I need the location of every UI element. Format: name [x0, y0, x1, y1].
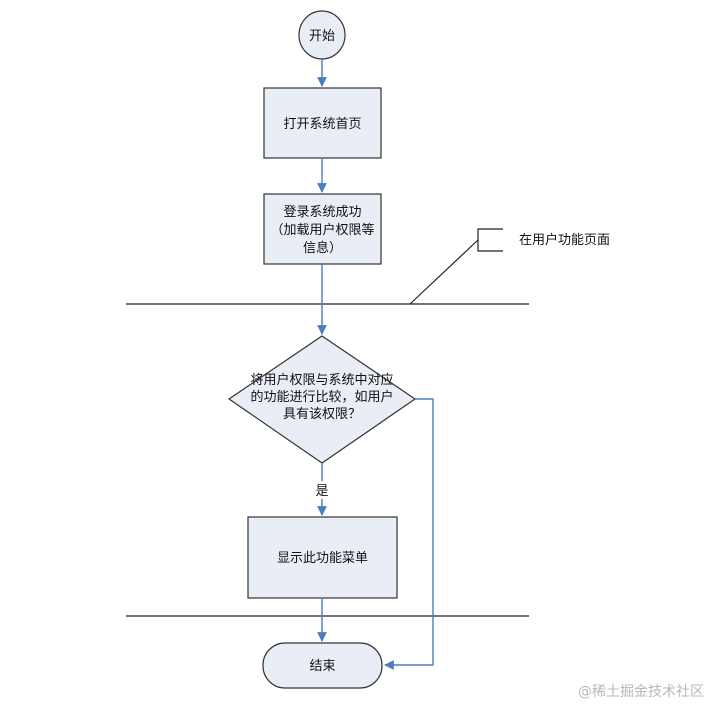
open-homepage-label: 打开系统首页: [283, 117, 361, 132]
login-line-2: （加载用户权限等: [270, 222, 374, 238]
show-menu-node: 显示此功能菜单: [247, 516, 398, 599]
arrow-decision-no: [384, 398, 434, 670]
decision-line-2: 的功能进行比较，如用户: [250, 389, 393, 405]
show-menu-label: 显示此功能菜单: [277, 551, 368, 566]
end-label: 结束: [309, 659, 335, 674]
open-homepage-node: 打开系统首页: [263, 87, 382, 159]
start-node: 开始: [298, 10, 346, 60]
permission-decision-node: 将用户权限与系统中对应 的功能进行比较，如用户 具有该权限？: [227, 335, 417, 464]
annotation-leader: [409, 239, 479, 305]
login-success-node: 登录系统成功 （加载用户权限等 信息）: [263, 193, 382, 265]
annotation-bracket: [477, 228, 503, 252]
start-label: 开始: [309, 29, 335, 44]
watermark: @稀土掘金技术社区: [578, 684, 704, 700]
end-node: 结束: [262, 642, 383, 689]
annotation-label: 在用户功能页面: [519, 232, 610, 248]
decision-line-1: 将用户权限与系统中对应: [250, 372, 393, 388]
yes-label: 是: [315, 484, 328, 499]
page-annotation: 在用户功能页面: [409, 228, 610, 305]
login-line-1: 登录系统成功: [283, 205, 361, 220]
login-line-3: 信息）: [303, 240, 342, 256]
decision-line-3: 具有该权限？: [283, 406, 361, 422]
